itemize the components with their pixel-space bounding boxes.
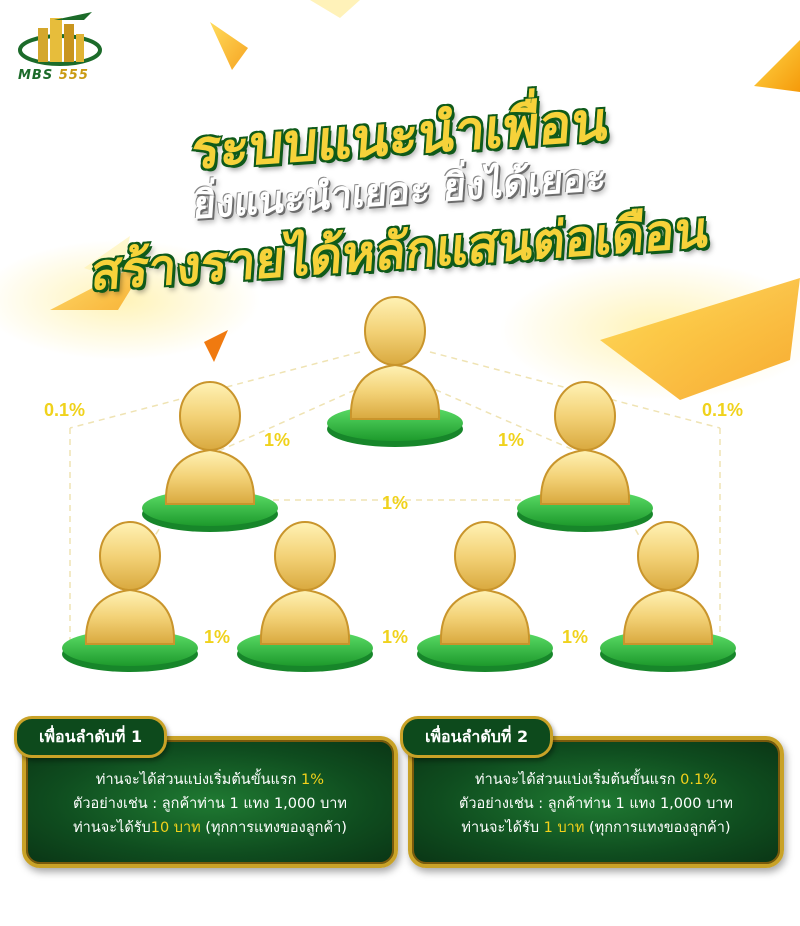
rate-right-outer: 0.1% bbox=[702, 400, 744, 420]
person-icon-level2-c bbox=[416, 521, 554, 673]
logo-text-b: 555 bbox=[58, 68, 89, 83]
card-panel bbox=[22, 736, 398, 868]
receive-amount: 10 บาท bbox=[150, 820, 201, 836]
receive-text: ท่านจะได้รับ bbox=[73, 820, 151, 836]
person-icon-level2-b bbox=[236, 521, 374, 673]
building-logo-icon bbox=[18, 12, 102, 66]
logo-text-a: MBS bbox=[18, 68, 54, 83]
person-icon-level2-a bbox=[61, 521, 199, 673]
share-rate: 1% bbox=[301, 772, 325, 788]
rate-middle: 1% bbox=[382, 493, 409, 513]
person-icon-level2-d bbox=[599, 521, 737, 673]
referral-card-level1: เพื่อนลำดับที่ 1 ท่านจะได้ส่วนแบ่งเริ่มต… bbox=[14, 716, 406, 868]
card-line-1: ท่านจะได้ส่วนแบ่งเริ่มต้นขั้นแรก 1% bbox=[22, 768, 398, 792]
card-line-2: ตัวอย่างเช่น : ลูกค้าท่าน 1 แทง 1,000 บา… bbox=[459, 796, 733, 812]
share-text: ท่านจะได้ส่วนแบ่งเริ่มต้นขั้นแรก bbox=[475, 772, 681, 788]
card-line-3: ท่านจะได้รับ10 บาท (ทุกการแทงของลูกค้า) bbox=[22, 816, 398, 840]
card-body: ท่านจะได้ส่วนแบ่งเริ่มต้นขั้นแรก 1% ตัวอ… bbox=[22, 768, 398, 840]
card-title: เพื่อนลำดับที่ 2 bbox=[400, 716, 554, 758]
rate-top-right: 1% bbox=[498, 430, 525, 450]
person-icon-level1-left bbox=[141, 381, 279, 533]
card-body: ท่านจะได้ส่วนแบ่งเริ่มต้นขั้นแรก 0.1% ตั… bbox=[408, 768, 784, 840]
referral-card-level2: เพื่อนลำดับที่ 2 ท่านจะได้ส่วนแบ่งเริ่มต… bbox=[400, 716, 792, 868]
card-line-3: ท่านจะได้รับ 1 บาท (ทุกการแทงของลูกค้า) bbox=[408, 816, 784, 840]
receive-amount: 1 บาท bbox=[543, 820, 585, 836]
card-line-2: ตัวอย่างเช่น : ลูกค้าท่าน 1 แทง 1,000 บา… bbox=[73, 796, 347, 812]
card-panel bbox=[408, 736, 784, 868]
rate-bottom-1: 1% bbox=[204, 627, 231, 647]
share-rate: 0.1% bbox=[680, 772, 717, 788]
receive-note: (ทุกการแทงของลูกค้า) bbox=[200, 820, 347, 836]
brand-logo: MBS 555 bbox=[14, 10, 106, 84]
card-line-1: ท่านจะได้ส่วนแบ่งเริ่มต้นขั้นแรก 0.1% bbox=[408, 768, 784, 792]
receive-note: (ทุกการแทงของลูกค้า) bbox=[584, 820, 731, 836]
receive-text: ท่านจะได้รับ bbox=[461, 820, 544, 836]
rate-bottom-3: 1% bbox=[562, 627, 589, 647]
rate-left-outer: 0.1% bbox=[44, 400, 86, 420]
person-icon-level0 bbox=[326, 296, 464, 448]
rate-top-left: 1% bbox=[264, 430, 291, 450]
rate-bottom-2: 1% bbox=[382, 627, 409, 647]
card-title: เพื่อนลำดับที่ 1 bbox=[14, 716, 168, 758]
share-text: ท่านจะได้ส่วนแบ่งเริ่มต้นขั้นแรก bbox=[95, 772, 302, 788]
logo-text: MBS 555 bbox=[18, 68, 89, 83]
